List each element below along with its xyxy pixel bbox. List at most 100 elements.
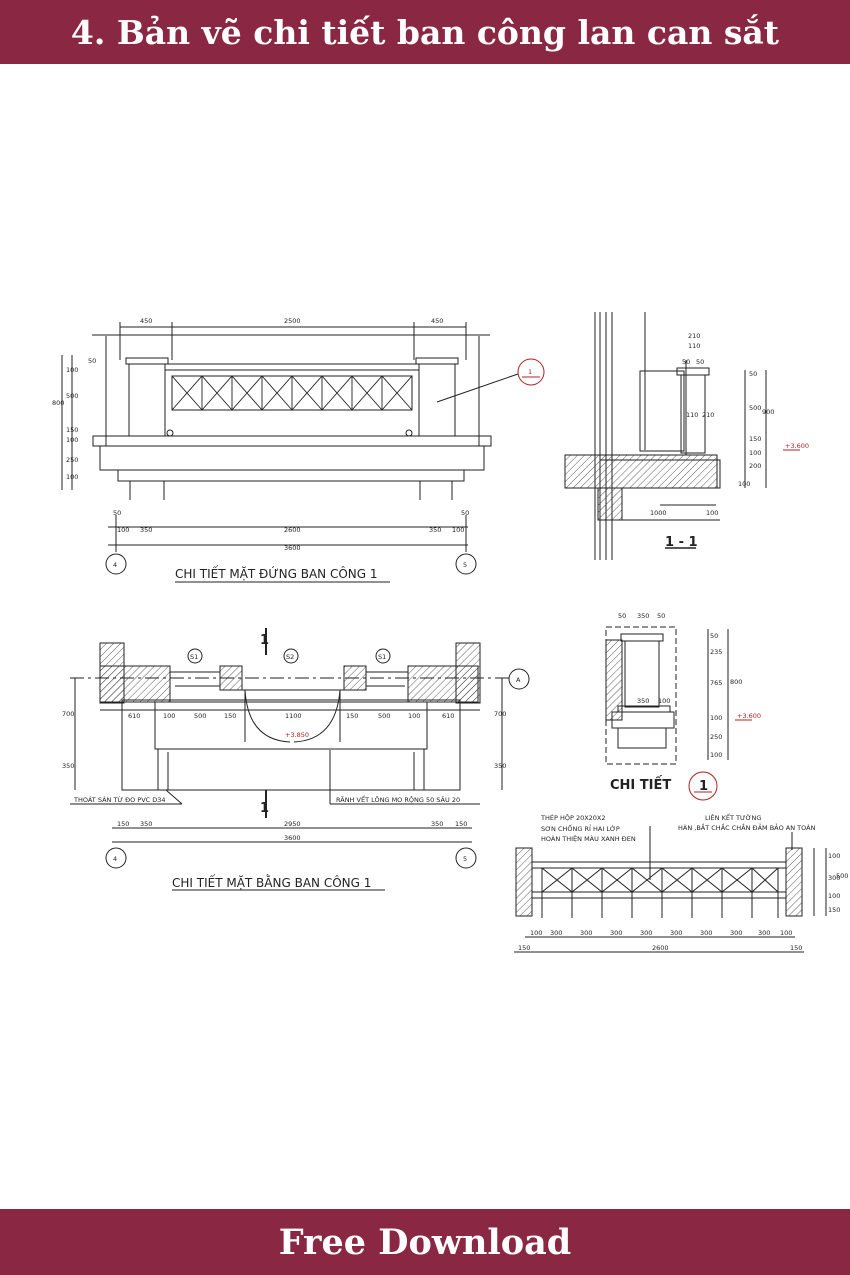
plan-grid-right: 5 xyxy=(463,855,467,863)
detail-callout-number: 1 xyxy=(699,779,708,794)
detail-dim-right-1: 50 xyxy=(710,632,718,640)
sect-dim-right-2: 500 xyxy=(749,404,761,412)
plan-grid-row: A xyxy=(516,676,521,684)
detail-dim-right-5: 250 xyxy=(710,733,722,741)
plan-tag-2: S2 xyxy=(286,653,294,661)
plan-level: +3.850 xyxy=(285,731,309,739)
page-title-banner: 4. Bản vẽ chi tiết ban công lan can sắt xyxy=(0,0,850,64)
detail-dim-mid-1: 350 xyxy=(637,697,649,705)
railing-note-right-2: HÀN ,BẮT CHẮC CHẮN ĐẢM BẢO AN TOÀN xyxy=(678,822,816,832)
detail-dim-top-1: 50 xyxy=(618,612,626,620)
sect-dim-top-3: 50 xyxy=(682,358,690,366)
elev-dim-bottom-2: 100 xyxy=(117,526,129,534)
plan-dim-bottom-5: 150 xyxy=(455,820,467,828)
plan-dim-inner-3: 500 xyxy=(194,712,206,720)
section-view xyxy=(564,312,800,560)
sect-dim-right-total: 900 xyxy=(762,408,774,416)
elev-dim-left-5: 100 xyxy=(66,436,78,444)
railing-dim-right-4: 500 xyxy=(836,872,848,880)
plan-note-left: THOÁT SÀN TỪ ĐO PVC D34 xyxy=(73,795,166,804)
detail-dim-right-total: 800 xyxy=(730,678,742,686)
plan-dim-inner-1: 610 xyxy=(128,712,140,720)
sect-dim-top-2: 110 xyxy=(688,342,700,350)
elev-dim-left-7: 100 xyxy=(66,473,78,481)
elev-callout-number: 1 xyxy=(528,368,532,376)
sect-dim-mid-1: 110 xyxy=(686,411,698,419)
elev-dim-left-3: 500 xyxy=(66,392,78,400)
sect-dim-top-1: 210 xyxy=(688,332,700,340)
elev-dim-left-2: 100 xyxy=(66,366,78,374)
page-title: 4. Bản vẽ chi tiết ban công lan can sắt xyxy=(70,12,780,52)
railing-dim-module-10: 100 xyxy=(780,929,792,937)
railing-dim-module-7: 300 xyxy=(700,929,712,937)
elev-grid-left: 4 xyxy=(113,561,117,569)
elev-dim-top-3: 450 xyxy=(431,317,443,325)
railing-elevation xyxy=(514,826,827,953)
detail-label: CHI TIẾT xyxy=(610,776,671,793)
railing-dim-right-2: 300 xyxy=(828,874,840,882)
sect-level: +3.600 xyxy=(785,442,809,450)
elev-dim-top-2: 2500 xyxy=(284,317,301,325)
detail-level: +3.600 xyxy=(737,712,761,720)
plan-dim-bottom-1: 150 xyxy=(117,820,129,828)
elev-dim-bottom-4: 2600 xyxy=(284,526,301,534)
railing-note-left-2: SƠN CHỐNG RỈ HAI LỚP xyxy=(541,823,620,833)
sect-dim-top-4: 50 xyxy=(696,358,704,366)
plan-dim-inner-5: 1100 xyxy=(285,712,302,720)
plan-view xyxy=(70,628,530,891)
railing-dim-module-2: 300 xyxy=(550,929,562,937)
elev-dim-bottom-3: 350 xyxy=(140,526,152,534)
plan-dim-inner-4: 150 xyxy=(224,712,236,720)
detail-dim-right-4: 100 xyxy=(710,714,722,722)
detail-dim-right-3: 765 xyxy=(710,679,722,687)
plan-dim-bottom-2: 350 xyxy=(140,820,152,828)
section-label: 1 - 1 xyxy=(665,535,698,550)
detail-dim-mid-2: 100 xyxy=(658,697,670,705)
detail-view xyxy=(605,626,752,801)
railing-dim-right-1: 100 xyxy=(828,852,840,860)
plan-grid-left: 4 xyxy=(113,855,117,863)
plan-dim-inner-9: 610 xyxy=(442,712,454,720)
elev-grid-right: 5 xyxy=(463,561,467,569)
railing-dim-bottom-2: 2600 xyxy=(652,944,669,952)
elevation-railing-crosses xyxy=(171,375,413,411)
railing-note-left-1: THÉP HỘP 20X20X2 xyxy=(540,813,606,822)
free-download-button[interactable]: Free Download xyxy=(0,1209,850,1275)
railing-dim-right-5: 150 xyxy=(828,906,840,914)
plan-dim-right-2: 350 xyxy=(494,762,506,770)
plan-cut-mark-bottom: 1 xyxy=(260,801,269,816)
sect-dim-right-1: 50 xyxy=(749,370,757,378)
detail-dim-top-3: 50 xyxy=(657,612,665,620)
detail-dim-right-2: 235 xyxy=(710,648,722,656)
detail-dim-top-2: 350 xyxy=(637,612,649,620)
detail-dim-right-6: 100 xyxy=(710,751,722,759)
railing-dim-bottom-1: 150 xyxy=(518,944,530,952)
elev-dim-left-1: 50 xyxy=(88,357,96,365)
railing-dim-module-3: 300 xyxy=(580,929,592,937)
elev-dim-left-6: 250 xyxy=(66,456,78,464)
plan-dim-right-1: 700 xyxy=(494,710,506,718)
elev-dim-left-4: 150 xyxy=(66,426,78,434)
elev-dim-overall: 3600 xyxy=(284,544,301,552)
plan-dim-left-2: 350 xyxy=(62,762,74,770)
elev-dim-bottom-1: 50 xyxy=(113,509,121,517)
elev-dim-bottom-6: 100 xyxy=(452,526,464,534)
railing-dim-module-9: 300 xyxy=(758,929,770,937)
plan-dim-inner-7: 500 xyxy=(378,712,390,720)
elevation-view xyxy=(61,322,545,583)
railing-dim-right-3: 100 xyxy=(828,892,840,900)
railing-dim-bottom-3: 150 xyxy=(790,944,802,952)
elevation-caption: CHI TIẾT MẶT ĐỨNG BAN CÔNG 1 xyxy=(175,565,378,581)
plan-tag-3: S1 xyxy=(378,653,386,661)
elev-dim-bottom-7: 50 xyxy=(461,509,469,517)
plan-dim-overall: 3600 xyxy=(284,834,301,842)
plan-dim-bottom-3: 2950 xyxy=(284,820,301,828)
railing-note-right-1: LIÊN KẾT TƯỜNG xyxy=(705,812,761,822)
plan-dim-inner-8: 100 xyxy=(408,712,420,720)
plan-cut-mark-top: 1 xyxy=(260,633,269,648)
railing-dim-module-5: 300 xyxy=(640,929,652,937)
sect-dim-mid-2: 210 xyxy=(702,411,714,419)
sect-dim-right-4: 100 xyxy=(749,449,761,457)
free-download-label: Free Download xyxy=(278,1221,572,1263)
